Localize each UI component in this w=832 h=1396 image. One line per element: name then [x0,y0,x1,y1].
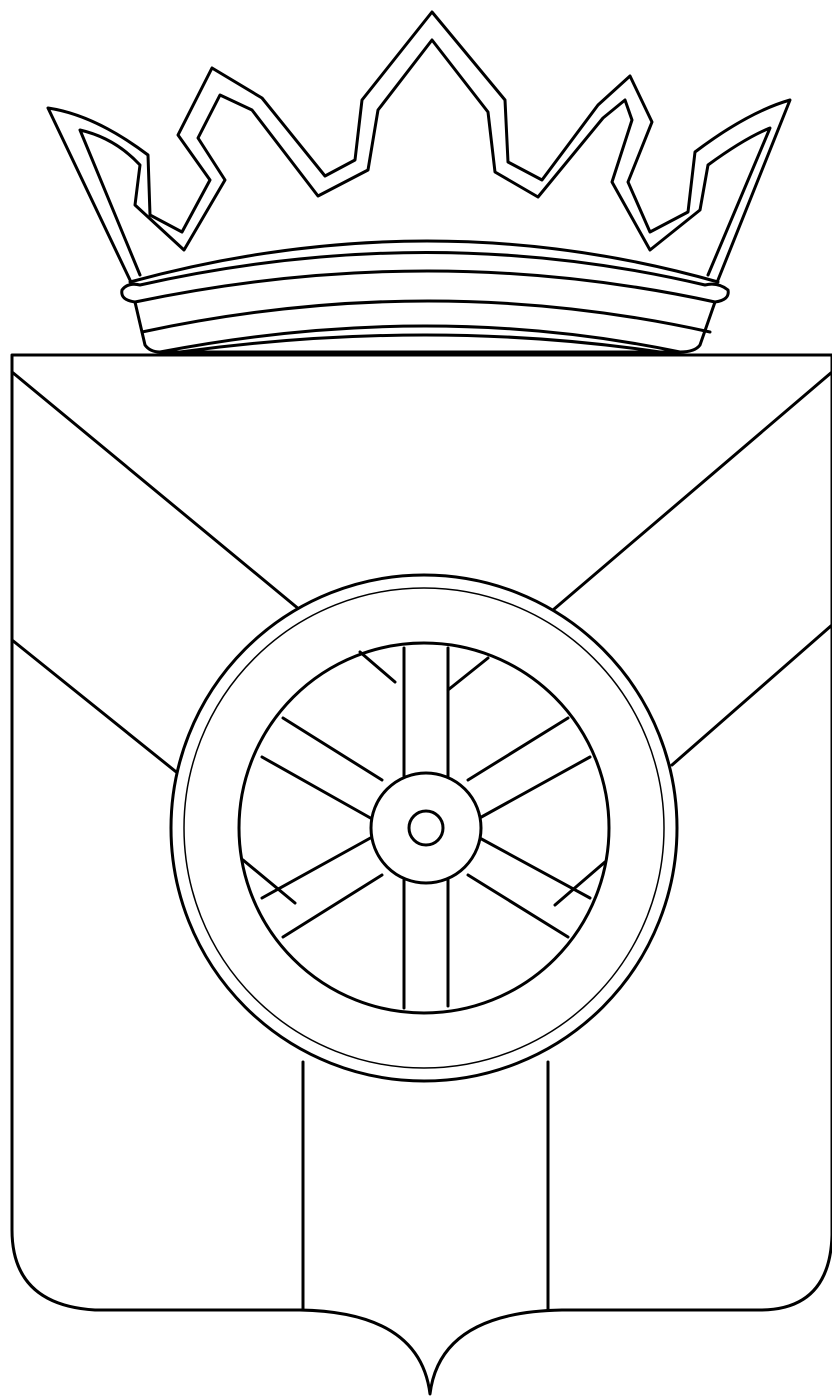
spoke-lower-right [466,834,592,939]
shield-diagonal-left-lower [10,638,182,777]
spoke-upper-right [466,716,592,822]
wheel-inner-diagonal-lower-right [553,860,607,907]
spoke-lower-left [260,834,384,939]
shield-outline [10,353,832,1396]
spoke-upper-left [260,716,384,822]
crown-base-arc-2 [158,324,682,354]
crown-band-rim [120,251,730,304]
crown-base-arc-3 [178,333,662,354]
crown-outer-outline [46,10,792,282]
crown-band-top [128,239,720,284]
shield-diagonal-right-lower [670,623,832,767]
wheel-rim-outer [237,641,611,1015]
shield-icon [10,353,832,1396]
wheel-inner-diagonal-left [358,650,397,684]
wheel-hub [369,771,483,885]
wheel-inner-diagonal-lower-left [241,858,297,905]
crown-inner-outline [78,38,772,277]
wheel-axle [407,809,445,847]
spoke-top [402,646,450,780]
shield-diagonal-left-upper [10,370,302,612]
roundel-inner-ring [183,587,665,1069]
shield-diagonal-right-upper [551,370,832,612]
wheel-inner-diagonal-right [446,656,490,692]
wheel-icon [169,573,679,1083]
crown-base [133,300,717,354]
crown-icon [46,10,792,354]
wheel-spokes [260,646,592,1010]
crown-base-arc-1 [140,299,712,334]
spoke-bottom [402,876,450,1010]
